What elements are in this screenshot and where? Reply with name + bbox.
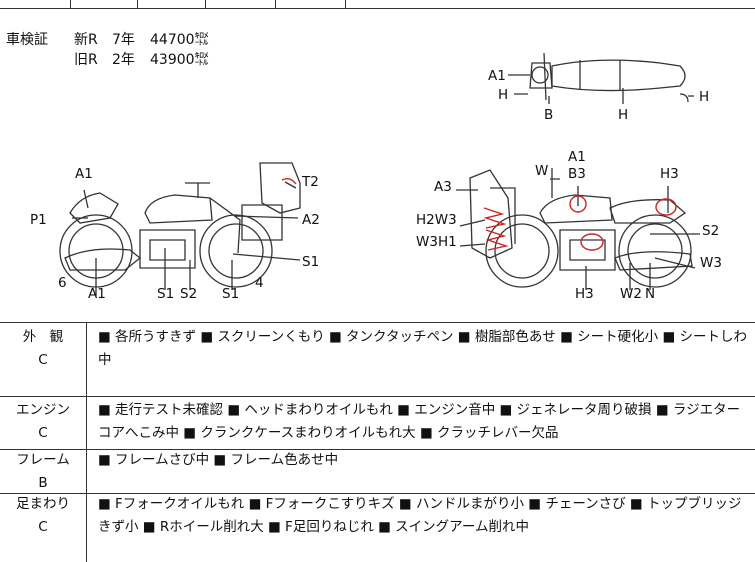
section-frame-grade: B — [38, 475, 48, 491]
label-right-b3: B3 — [568, 166, 586, 182]
label-left-a2: A2 — [302, 212, 320, 228]
label-left-a1-top: A1 — [75, 166, 93, 182]
section-suspension-name: 足まわり — [16, 496, 70, 512]
section-exterior-name: 外 観 — [22, 329, 64, 345]
label-right-n: N — [645, 286, 655, 302]
damage-marks — [281, 177, 677, 251]
damage-mark-h3-top — [655, 198, 677, 216]
section-suspension-notes: ■ Fフォークオイルもれ ■ Fフォークこすりキズ ■ ハンドルまがり小 ■ チ… — [98, 496, 742, 535]
inspection-row-old: 旧R 2年 43900㌖ — [6, 50, 209, 70]
section-frame-name: フレーム — [16, 452, 70, 468]
section-frame: フレーム B ■ フレームさび中 ■ フレーム色あせ中 — [0, 449, 755, 494]
section-engine-grade: C — [38, 425, 48, 441]
section-exterior-notes: ■ 各所うすきず ■ スクリーンくもり ■ タンクタッチペン ■ 樹脂部色あせ … — [98, 329, 748, 368]
label-right-h3-bottom: H3 — [575, 286, 594, 302]
label-right-a3: A3 — [434, 179, 452, 195]
label-left-s1-bottom: S1 — [157, 286, 174, 302]
label-top-h-left: H — [498, 87, 508, 103]
label-left-6: 6 — [58, 275, 67, 291]
years-new: 7年 — [112, 32, 135, 48]
top-table-strip — [0, 0, 755, 9]
damage-mark-b3 — [569, 195, 587, 213]
label-left-4: 4 — [255, 275, 264, 291]
label-right-h3-top: H3 — [660, 166, 679, 182]
damage-mark-t2 — [281, 177, 297, 185]
section-engine-notes: ■ 走行テスト未確認 ■ ヘッドまわりオイルもれ ■ エンジン音中 ■ ジェネレ… — [98, 402, 741, 441]
top-view-motorcycle — [529, 52, 689, 103]
section-engine: エンジン C ■ 走行テスト未確認 ■ ヘッドまわりオイルもれ ■ エンジン音中… — [0, 396, 755, 450]
label-right-w3h1: W3H1 — [416, 234, 457, 250]
right-side-motorcycle — [469, 168, 693, 288]
section-frame-notes: ■ フレームさび中 ■ フレーム色あせ中 — [98, 452, 339, 468]
label-left-s1-bottom-right: S1 — [222, 286, 239, 302]
label-top-a1: A1 — [488, 68, 506, 84]
mileage-new: 44700㌖ — [150, 32, 209, 48]
era-new: 新R — [74, 32, 98, 48]
label-left-p1: P1 — [30, 212, 47, 228]
section-exterior-grade: C — [38, 352, 48, 368]
label-top-b: B — [544, 107, 553, 123]
label-right-s2: S2 — [702, 223, 719, 239]
years-old: 2年 — [112, 52, 135, 68]
mileage-old: 43900㌖ — [150, 52, 209, 68]
section-engine-name: エンジン — [16, 402, 70, 418]
label-right-a1: A1 — [568, 149, 586, 165]
inspection-info: 車検証 新R 7年 44700㌖ 旧R 2年 43900㌖ — [6, 30, 209, 70]
damage-mark-h2w3 — [483, 207, 507, 229]
label-right-h2w3: H2W3 — [416, 212, 457, 228]
era-old: 旧R — [74, 52, 98, 68]
inspection-label: 車検証 — [6, 32, 48, 48]
label-right-w: W — [535, 163, 548, 179]
leader-lines — [72, 74, 700, 296]
label-left-t2: T2 — [301, 174, 319, 190]
label-left-a1-bottom: A1 — [88, 286, 106, 302]
label-left-s1-right: S1 — [302, 254, 319, 270]
label-top-h-right: H — [699, 89, 709, 105]
section-exterior: 外 観 C ■ 各所うすきず ■ スクリーンくもり ■ タンクタッチペン ■ 樹… — [0, 323, 755, 397]
inspection-row-new: 車検証 新R 7年 44700㌖ — [6, 30, 209, 50]
label-right-w2: W2 — [620, 286, 642, 302]
label-top-h-mid: H — [618, 107, 628, 123]
motorcycle-damage-diagram: A1 H B H H A1 T2 P1 A2 S1 6 4 A1 S1 S2 S… — [30, 52, 722, 302]
damage-mark-h3-bottom — [580, 233, 604, 251]
section-suspension-grade: C — [38, 519, 48, 535]
label-right-w3: W3 — [700, 255, 722, 271]
damage-mark-w3h1 — [485, 229, 509, 251]
condition-table: 外 観 C ■ 各所うすきず ■ スクリーンくもり ■ タンクタッチペン ■ 樹… — [0, 322, 755, 562]
label-left-s2-bottom: S2 — [180, 286, 197, 302]
section-suspension: 足まわり C ■ Fフォークオイルもれ ■ Fフォークこすりキズ ■ ハンドルま… — [0, 493, 755, 562]
